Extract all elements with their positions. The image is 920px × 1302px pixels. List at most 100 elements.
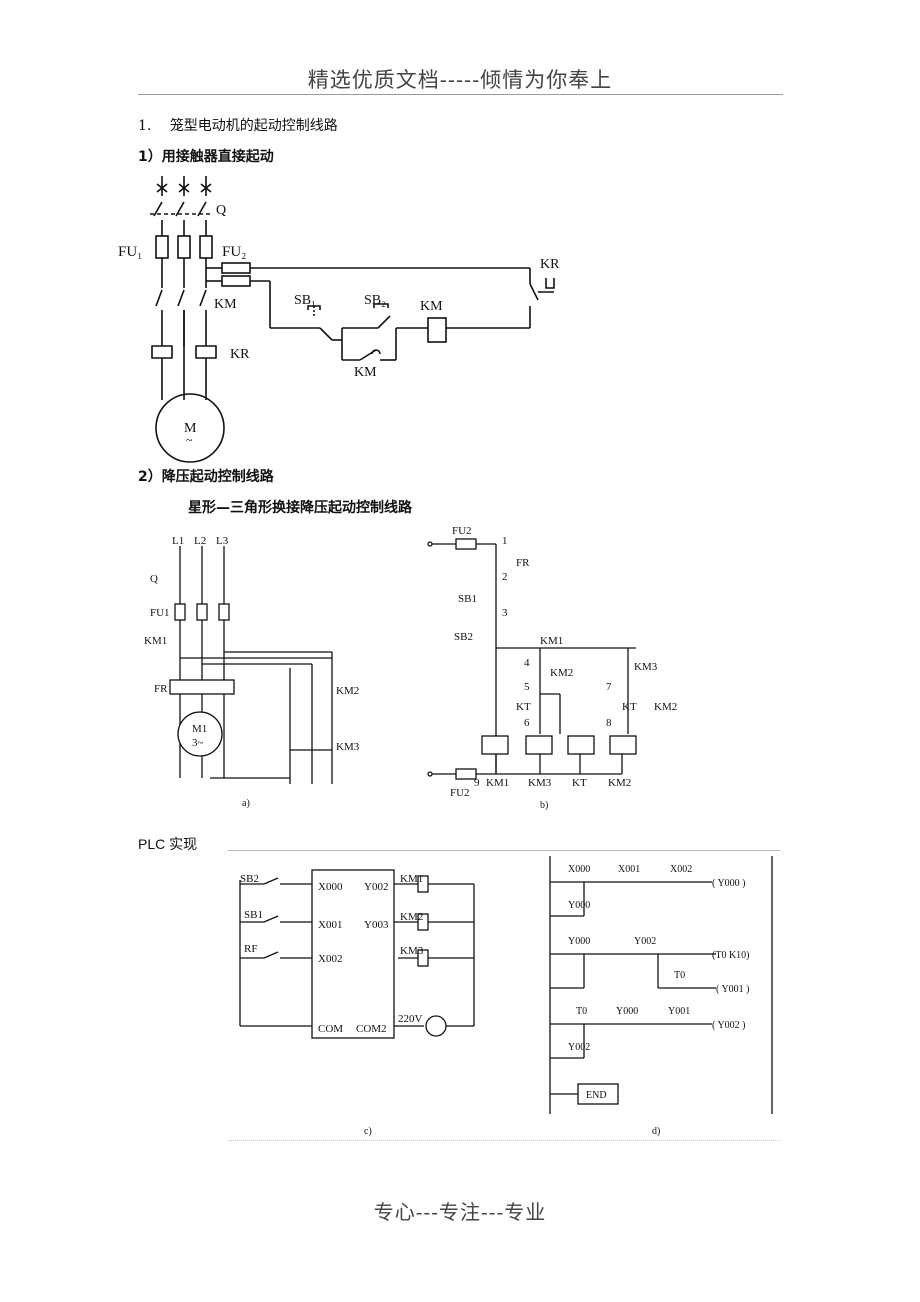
control-circuit: [270, 268, 555, 361]
contact-x001: X001: [618, 864, 640, 875]
node-4: 4: [524, 657, 530, 669]
label-kr: KR: [230, 347, 250, 362]
label-motor: M1: [192, 723, 207, 735]
label-x002: X002: [318, 953, 342, 965]
label-fu2-top: FU2: [452, 525, 472, 537]
label-km3: KM3: [336, 741, 360, 753]
label-km2-contact: KM2: [550, 667, 573, 679]
label-rf: RF: [244, 943, 257, 955]
end-instruction: END: [586, 1090, 607, 1101]
timer-t0: (T0 K10): [712, 950, 750, 961]
label-km2-interlock: KM2: [654, 701, 677, 713]
contact-y000-c: Y000: [616, 1006, 638, 1017]
label-220v: 220V: [398, 1013, 423, 1025]
label-q: Q: [150, 573, 158, 585]
label-km-main: KM: [214, 297, 237, 312]
label-km1-contact: KM1: [540, 635, 563, 647]
thermal-relay-kr: [151, 310, 217, 400]
main-switch-q: [150, 176, 212, 236]
label-fu1: FU1: [150, 607, 170, 619]
plc-wiring-diagram-c: SB2 SB1 RF X000 X001 X002 COM Y002 Y003 …: [239, 869, 475, 1137]
page-header-title: 精选优质文档-----倾情为你奉上: [307, 68, 613, 92]
node-6: 6: [524, 717, 530, 729]
section-number: 1.: [138, 118, 152, 134]
label-km2: KM2: [400, 911, 423, 923]
contact-y000-b: Y000: [568, 936, 590, 947]
label-l3: L3: [216, 535, 229, 547]
contact-y001-c: Y001: [668, 1006, 690, 1017]
label-km-coil: KM: [420, 299, 443, 314]
section-title: 笼型电动机的起动控制线路: [169, 118, 338, 134]
star-delta-control-circuit-b: FU2 FU2 1 FR 2 SB1 3 SB2 KM1 4 KM2 5 KT …: [427, 525, 677, 811]
caption-b: b): [540, 800, 548, 811]
label-y002: Y002: [364, 881, 388, 893]
seal-y000: Y000: [568, 900, 590, 911]
plc-heading: PLC 实现: [138, 836, 198, 852]
contact-y002-b: Y002: [634, 936, 656, 947]
label-sb1: SB1: [458, 593, 477, 605]
subsection-2-heading: 2）降压起动控制线路: [138, 469, 274, 485]
coil-label-km3: KM3: [528, 777, 552, 789]
label-fr: FR: [516, 557, 530, 569]
label-kt-contact-2: KT: [622, 701, 637, 713]
fuses-fu1: [155, 235, 213, 288]
node-1: 1: [502, 535, 508, 547]
label-y003: Y003: [364, 919, 389, 931]
label-km3: KM3: [400, 945, 424, 957]
label-motor: M: [184, 421, 197, 436]
caption-d: d): [652, 1126, 660, 1137]
star-delta-main-circuit-a: L1 L2 L3 Q FU1 KM1 FR KM2 KM3 M1 3~ a): [144, 535, 360, 809]
contact-t0-b: T0: [674, 970, 685, 981]
label-km-aux: KM: [354, 365, 377, 380]
contact-t0-c: T0: [576, 1006, 587, 1017]
label-l2: L2: [194, 535, 206, 547]
node-2: 2: [502, 571, 508, 583]
contact-x000: X000: [568, 864, 590, 875]
label-q: Q: [216, 203, 226, 218]
label-km1: KM1: [144, 635, 167, 647]
direct-start-circuit-diagram: Q FU₁ FU₂ KM KR KR SB₁ SB₂ KM KM M ~: [118, 176, 560, 463]
label-sb2: SB2: [454, 631, 473, 643]
header-divider: [138, 94, 783, 95]
node-5: 5: [524, 681, 530, 693]
label-sb2: SB2: [240, 873, 259, 885]
km-main-contacts: [155, 289, 207, 346]
coil-label-km1: KM1: [486, 777, 509, 789]
label-kr-contact: KR: [540, 257, 560, 272]
label-km2: KM2: [336, 685, 359, 697]
plc-divider: [228, 850, 780, 851]
caption-a: a): [242, 798, 250, 809]
fuses-fu2: [206, 262, 530, 328]
label-motor-symbol: ~: [186, 433, 193, 447]
node-7: 7: [606, 681, 612, 693]
star-delta-caption: 星形—三角形换接降压起动控制线路: [188, 500, 412, 516]
section-1-heading: 1. 笼型电动机的起动控制线路: [138, 115, 338, 135]
coil-y001: ( Y001 ): [716, 984, 750, 995]
caption-c: c): [364, 1126, 372, 1137]
label-fu1: FU₁: [118, 244, 142, 260]
label-x000: X000: [318, 881, 343, 893]
coil-y000: ( Y000 ): [712, 878, 746, 889]
label-fr: FR: [154, 683, 168, 695]
node-9: 9: [474, 777, 480, 789]
label-km3-contact: KM3: [634, 661, 658, 673]
page-footer: 专心---专注---专业: [373, 1200, 547, 1224]
label-kt-contact: KT: [516, 701, 531, 713]
label-x001: X001: [318, 919, 342, 931]
label-sb1: SB1: [244, 909, 263, 921]
label-com: COM: [318, 1023, 343, 1035]
node-8: 8: [606, 717, 612, 729]
plc-ladder-diagram-d: X000 X001 X002 ( Y000 ) Y000 Y000 Y002 (…: [549, 856, 773, 1137]
motor-m: [155, 393, 225, 463]
label-com2: COM2: [356, 1023, 387, 1035]
label-motor-sub: 3~: [192, 737, 204, 749]
coil-y002: ( Y002 ): [712, 1020, 746, 1031]
subsection-1-heading: 1）用接触器直接起动: [138, 149, 274, 165]
node-3: 3: [502, 607, 508, 619]
figure-bottom-rule: [228, 1140, 780, 1141]
coil-label-kt: KT: [572, 777, 587, 789]
label-fu2-bottom: FU2: [450, 787, 470, 799]
label-km1: KM1: [400, 873, 423, 885]
seal-y002: Y002: [568, 1042, 590, 1053]
label-fu2: FU₂: [222, 244, 246, 260]
